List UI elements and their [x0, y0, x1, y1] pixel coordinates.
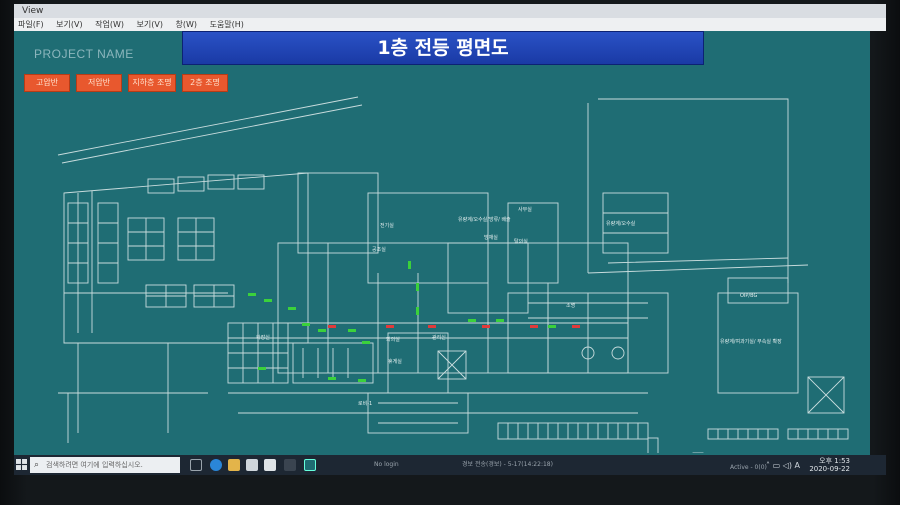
lamp-on — [258, 367, 266, 370]
clock[interactable]: 오후 1:53 2020-09-22 — [809, 457, 850, 473]
menu-view[interactable]: 보기(V) — [56, 20, 83, 29]
search-icon: ⌕ — [34, 460, 40, 470]
lamp-on — [408, 261, 411, 269]
room-label: 관리실 — [432, 334, 446, 341]
alarm-status: 경보 전송(경보) - 5-17(14:22:18) — [462, 461, 553, 468]
basement-lighting-button[interactable]: 지하층 조명 — [128, 74, 176, 92]
scada-view: PROJECT NAME 1층 전등 평면도 고압반 저압반 지하층 조명 2층… — [14, 31, 870, 455]
room-label: 유량계/오수실/방류/ 배출 — [458, 216, 511, 223]
lamp-on — [416, 307, 419, 315]
menu-file[interactable]: 파일(F) — [18, 20, 44, 29]
lamp-on — [358, 379, 366, 382]
menu-view-2[interactable]: 보기(V) — [136, 20, 163, 29]
network-icon[interactable]: ▭ — [772, 461, 781, 470]
taskbar: ⌕ 검색하려면 여기에 입력하십시오. No login 경보 전송(경보) -… — [14, 455, 886, 475]
system-tray-icons[interactable]: ˄ ▭ ◁) A — [766, 461, 800, 470]
taskbar-search-input[interactable]: ⌕ 검색하려면 여기에 입력하십시오. — [30, 457, 180, 473]
lamp-on — [496, 319, 504, 322]
volume-icon[interactable]: ◁) — [782, 461, 792, 470]
lamp-on — [288, 307, 296, 310]
floor-plan: 유량계/오수실 유량계/오수실/방류/ 배출 전기실 공조실 관리실 로비-1 … — [57, 96, 849, 453]
room-label: 로비-1 — [358, 400, 372, 407]
room-label: 탈의실 — [514, 238, 528, 245]
lamp-on — [318, 329, 326, 332]
chevron-up-icon[interactable]: ˄ — [766, 461, 771, 470]
input-language[interactable]: A — [794, 461, 800, 470]
low-voltage-panel-button[interactable]: 저압반 — [76, 74, 122, 92]
page-title: 1층 전등 평면도 — [182, 31, 704, 65]
lamp-on — [348, 329, 356, 332]
high-voltage-panel-button[interactable]: 고압반 — [24, 74, 70, 92]
clock-date: 2020-09-22 — [809, 465, 850, 473]
window-titlebar: View — [14, 4, 886, 18]
mail-icon[interactable] — [264, 459, 276, 471]
menu-help[interactable]: 도움말(H) — [209, 20, 244, 29]
room-label: 조명 — [566, 302, 575, 309]
room-label: OIP/BG — [740, 293, 757, 299]
room-label: 화장실 — [256, 334, 270, 341]
second-floor-lighting-button[interactable]: 2층 조명 — [182, 74, 228, 92]
lamp-on — [548, 325, 556, 328]
room-label: 회의실 — [386, 336, 400, 343]
lamp-on — [248, 293, 256, 296]
task-view-icon[interactable] — [190, 459, 202, 471]
login-status: No login — [374, 461, 399, 468]
lamp-on — [264, 299, 272, 302]
lamp-alarm — [482, 325, 490, 328]
room-label: 공조실 — [372, 246, 386, 253]
windows-start-icon[interactable] — [16, 459, 27, 470]
lamp-alarm — [530, 325, 538, 328]
menu-bar: 파일(F) 보기(V) 작업(W) 보기(V) 창(W) 도움말(H) — [14, 18, 886, 31]
menu-work[interactable]: 작업(W) — [95, 20, 124, 29]
window-title: View — [22, 6, 44, 16]
menu-window[interactable]: 창(W) — [175, 20, 198, 29]
app-icon[interactable] — [284, 459, 296, 471]
lamp-on — [468, 319, 476, 322]
room-label: 방재실 — [484, 234, 498, 241]
lamp-on — [302, 323, 310, 326]
store-icon[interactable] — [246, 459, 258, 471]
lamp-alarm — [428, 325, 436, 328]
lamp-on — [328, 377, 336, 380]
lamp-alarm — [572, 325, 580, 328]
search-placeholder: 검색하려면 여기에 입력하십시오. — [46, 461, 143, 469]
clock-time: 오후 1:53 — [819, 457, 850, 465]
active-count: Active - 0(0) — [730, 464, 767, 471]
room-label: 사무실 — [518, 206, 532, 213]
scada-app-icon[interactable] — [304, 459, 316, 471]
room-label: 유량계/오수실 — [606, 220, 636, 227]
room-label: 전기실 — [380, 222, 394, 229]
lamp-alarm — [328, 325, 336, 328]
edge-browser-icon[interactable] — [210, 459, 222, 471]
lamp-group — [248, 261, 580, 382]
file-explorer-icon[interactable] — [228, 459, 240, 471]
lamp-on — [416, 283, 419, 291]
lamp-on — [362, 341, 370, 344]
room-label: 유량계/여과기실/ 부속실 확장 — [720, 338, 782, 345]
room-label: 휴게실 — [388, 358, 402, 365]
project-name: PROJECT NAME — [34, 47, 134, 61]
lamp-alarm — [386, 325, 394, 328]
